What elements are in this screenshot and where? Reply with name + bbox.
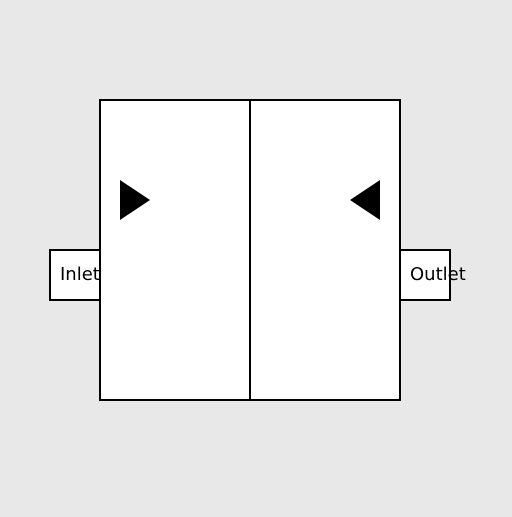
inlet-port-box (49, 249, 101, 301)
outlet-port-box (399, 249, 451, 301)
outlet-label: Outlet (410, 264, 466, 285)
outlet-flow-arrow-icon (350, 180, 380, 220)
inlet-label: Inlet (60, 264, 100, 285)
inlet-flow-arrow-icon (120, 180, 150, 220)
